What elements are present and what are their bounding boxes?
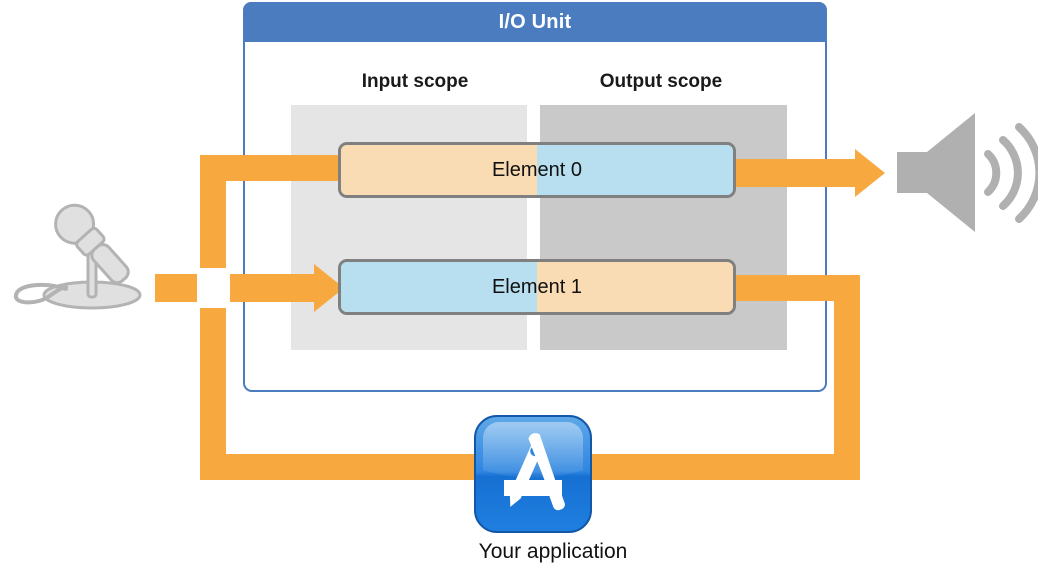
element-0-input-half xyxy=(341,145,537,195)
wire-element1-to-app-vertical xyxy=(834,275,860,480)
io-unit-header: I/O Unit xyxy=(243,2,827,42)
application-caption: Your application xyxy=(478,540,628,563)
speaker-icon xyxy=(893,110,1040,240)
element-1-output-half xyxy=(537,262,733,312)
microphone-icon xyxy=(4,196,154,316)
arrowhead-element0-to-speaker xyxy=(855,149,885,197)
wire-out-of-element1 xyxy=(720,275,860,301)
wire-element0-to-speaker xyxy=(720,159,860,187)
output-scope-label: Output scope xyxy=(599,71,723,92)
app-store-icon[interactable] xyxy=(473,414,593,539)
input-scope-label: Input scope xyxy=(361,71,469,92)
wire-into-element0 xyxy=(200,155,360,181)
element-0-box: Element 0 xyxy=(338,142,736,198)
wire-app-to-element0-vertical-lower xyxy=(200,302,226,480)
io-unit-title: I/O Unit xyxy=(498,10,572,33)
element-1-box: Element 1 xyxy=(338,259,736,315)
element-1-input-half xyxy=(341,262,537,312)
wire-mic-to-element1 xyxy=(155,274,320,302)
wire-crossing-gap xyxy=(197,268,230,308)
element-0-output-half xyxy=(537,145,733,195)
